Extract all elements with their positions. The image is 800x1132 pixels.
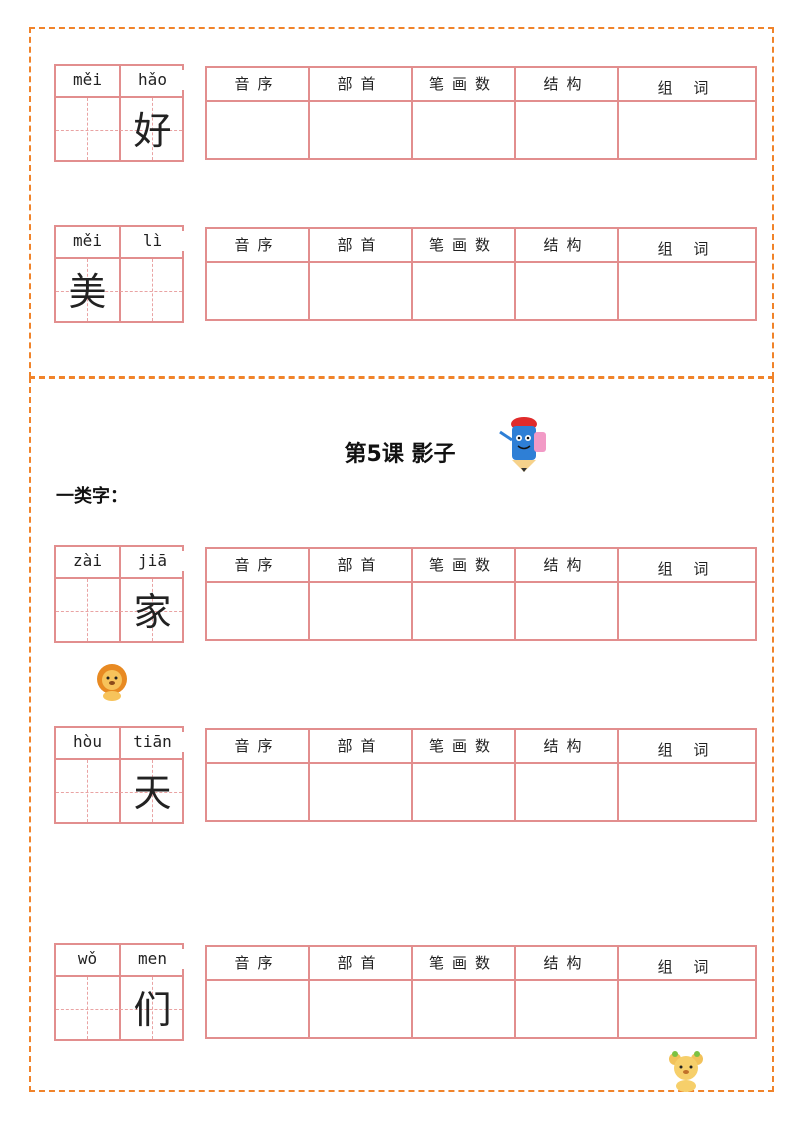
pinyin-right: lì — [121, 231, 184, 251]
header-zuci: 组 词 — [657, 741, 717, 759]
header-bushou: 部首 — [337, 75, 384, 93]
bottom-section-frame — [29, 377, 774, 1092]
tianzige-box: měi lì 美 — [54, 225, 184, 323]
bear-icon — [669, 1051, 703, 1092]
pinyin-right: tiān — [121, 732, 184, 752]
header-yinxu: 音序 — [234, 556, 281, 574]
tianzige-box: měi hǎo 好 — [54, 64, 184, 162]
tianzige-box: hòu tiān 天 — [54, 726, 184, 824]
pinyin-left: hòu — [56, 732, 119, 752]
pinyin-right: hǎo — [121, 70, 184, 90]
header-yinxu: 音序 — [234, 954, 281, 972]
header-yinxu: 音序 — [234, 737, 281, 755]
section-subtitle: 一类字： — [56, 486, 128, 507]
hanzi-character: 们 — [133, 988, 172, 1032]
char-row-2: měi lì 美 音序 部首 笔画数 结构 组 词 — [54, 225, 758, 323]
char-info-table: 音序 部首 笔画数 结构 组 词 — [205, 227, 757, 321]
char-info-table: 音序 部首 笔画数 结构 组 词 — [205, 66, 757, 160]
header-zuci: 组 词 — [657, 79, 717, 97]
header-jiegou: 结构 — [543, 954, 590, 972]
tianzige-box: zài jiā 家 — [54, 545, 184, 643]
header-bihuashu: 笔画数 — [428, 75, 498, 93]
header-bushou: 部首 — [337, 236, 384, 254]
header-yinxu: 音序 — [234, 75, 281, 93]
lesson-title: 第5课 影子 — [344, 442, 456, 467]
header-bushou: 部首 — [337, 954, 384, 972]
hanzi-character: 美 — [68, 270, 107, 314]
header-zuci: 组 词 — [657, 560, 717, 578]
char-info-table: 音序 部首 笔画数 结构 组 词 — [205, 547, 757, 641]
header-zuci: 组 词 — [657, 958, 717, 976]
header-yinxu: 音序 — [234, 236, 281, 254]
char-info-table: 音序 部首 笔画数 结构 组 词 — [205, 945, 757, 1039]
header-jiegou: 结构 — [543, 236, 590, 254]
header-bihuashu: 笔画数 — [428, 236, 498, 254]
header-bushou: 部首 — [337, 556, 384, 574]
header-bushou: 部首 — [337, 737, 384, 755]
header-zuci: 组 词 — [657, 240, 717, 258]
pencil-mascot-icon — [499, 417, 546, 472]
hanzi-character: 天 — [133, 771, 172, 815]
pinyin-left: wǒ — [56, 949, 119, 969]
lion-icon — [97, 664, 127, 701]
char-row-5: wǒ men 们 音序 部首 笔画数 结构 组 词 — [54, 943, 758, 1041]
header-bihuashu: 笔画数 — [428, 737, 498, 755]
char-row-3: zài jiā 家 音序 部首 笔画数 结构 组 词 — [54, 545, 758, 643]
hanzi-character: 好 — [133, 109, 172, 153]
pinyin-left: měi — [56, 70, 119, 90]
header-jiegou: 结构 — [543, 75, 590, 93]
header-bihuashu: 笔画数 — [428, 954, 498, 972]
char-row-1: měi hǎo 好 音序 部首 笔画数 结构 组 词 — [54, 64, 758, 162]
hanzi-character: 家 — [133, 590, 172, 634]
char-info-table: 音序 部首 笔画数 结构 组 词 — [205, 728, 757, 822]
pinyin-right: men — [121, 949, 184, 969]
pinyin-left: měi — [56, 231, 119, 251]
pinyin-left: zài — [56, 551, 119, 571]
pinyin-right: jiā — [121, 551, 184, 571]
header-jiegou: 结构 — [543, 556, 590, 574]
header-jiegou: 结构 — [543, 737, 590, 755]
header-bihuashu: 笔画数 — [428, 556, 498, 574]
tianzige-box: wǒ men 们 — [54, 943, 184, 1041]
char-row-4: hòu tiān 天 音序 部首 笔画数 结构 组 词 — [54, 726, 758, 824]
